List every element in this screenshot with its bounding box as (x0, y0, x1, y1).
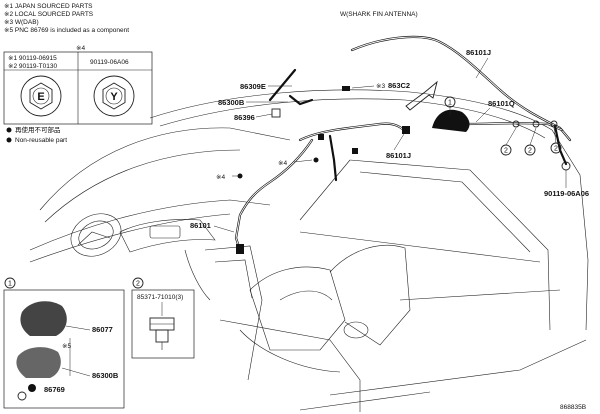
inset1-mark5: ※5 (62, 343, 71, 350)
legend-dot-icon (6, 127, 12, 133)
inset1-number: 1 (8, 281, 12, 288)
note-2: ※2 LOCAL SOURCED PARTS (4, 11, 94, 18)
inset2-part: 85371-71010(3) (137, 294, 183, 301)
nut-e-icon (20, 75, 62, 117)
label-86300B: 86300B (218, 98, 245, 107)
direction-arrow-icon (405, 80, 438, 111)
antenna-cable-main (234, 35, 572, 252)
ref-code: 868835B (560, 404, 586, 411)
nut-e-letter: E (37, 91, 44, 103)
label-86309E: 86309E (240, 82, 266, 91)
nut-y-letter: Y (110, 91, 118, 103)
label-86101Q: 86101Q (488, 99, 515, 108)
callout-1-number: 1 (448, 100, 452, 107)
callout-2a-number: 2 (504, 148, 508, 155)
inset2-callout (132, 277, 144, 289)
shark-fin-antenna-icon (432, 109, 470, 132)
legend-dot-icon (6, 137, 12, 143)
clip-icon (149, 317, 175, 350)
nut-table-mark: ※4 (76, 45, 85, 52)
legend-nonreusable: Non-reusable part (15, 137, 67, 144)
label-86396: 86396 (234, 113, 255, 122)
nut-table-col2: 90119-06A06 (90, 59, 129, 66)
label-86101J-top: 86101J (466, 48, 491, 57)
nut-table-col1-line2: ※2 90119-T0130 (8, 63, 57, 70)
inset2-number: 2 (136, 281, 140, 288)
pad-icon (28, 384, 36, 392)
section-title: W(SHARK FIN ANTENNA) (340, 11, 418, 18)
callout-2c-number: 2 (554, 146, 558, 153)
note-3: ※3 W(DAB) (4, 19, 39, 26)
inset1-86077: 86077 (92, 325, 113, 334)
label-863C2: 863C2 (388, 81, 410, 90)
vehicle-interior-drawing (29, 89, 589, 412)
label-863C2-mark: ※3 (376, 83, 385, 90)
legend-reusable: 再使用不可部品 (15, 125, 61, 134)
connector-clips (236, 86, 571, 254)
note-1: ※1 JAPAN SOURCED PARTS (4, 3, 93, 10)
nut-y-icon (93, 75, 135, 117)
note-4: ※5 PNC 86769 is included as a component (4, 27, 129, 34)
callout-2b-number: 2 (528, 148, 532, 155)
label-mark4-b: ※4 (216, 174, 225, 181)
antenna-cover-icon (20, 301, 67, 336)
inset1-86300B: 86300B (92, 371, 119, 380)
label-86101J-mid: 86101J (386, 151, 411, 160)
label-mark4-a: ※4 (278, 160, 287, 167)
label-86101: 86101 (190, 221, 211, 230)
label-90119-06A06: 90119-06A06 (544, 189, 589, 198)
inset1-86769: 86769 (44, 385, 65, 394)
inset1-callout (4, 277, 16, 289)
nut-table-col1-line1: ※1 90119-06915 (8, 55, 57, 62)
antenna-base-icon (16, 347, 61, 378)
nut-icon (17, 391, 27, 401)
